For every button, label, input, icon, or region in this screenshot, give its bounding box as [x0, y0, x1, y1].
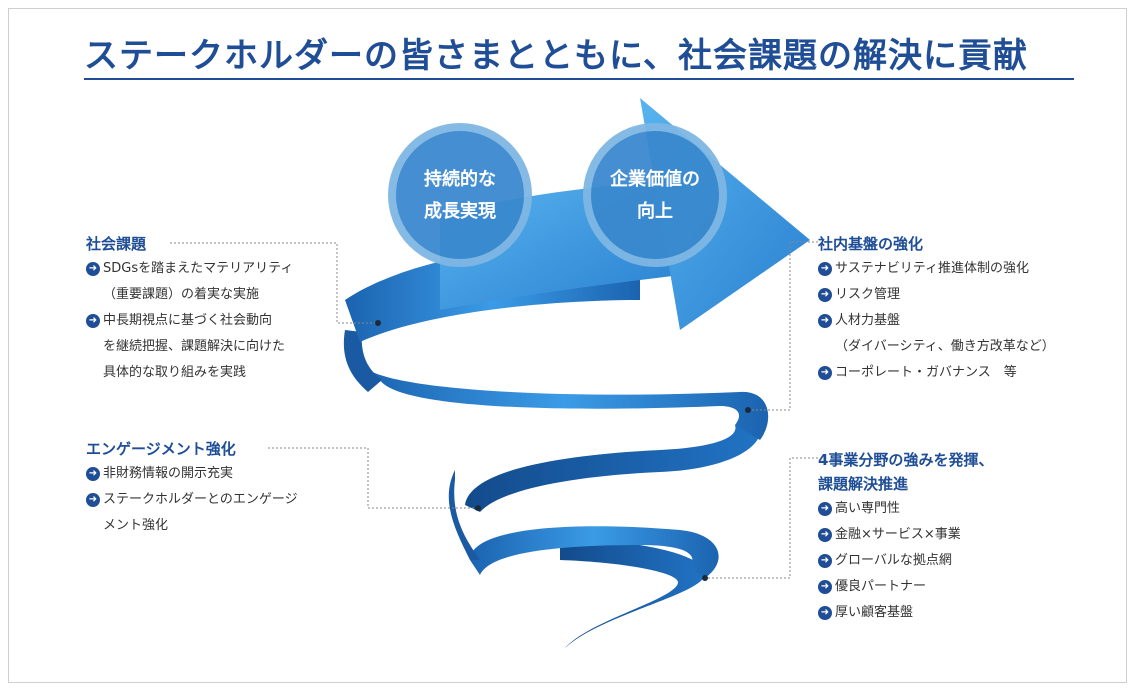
item-text: リスク管理	[835, 287, 901, 302]
item-text: グローバルな拠点網	[835, 553, 952, 568]
list-item: ➜ コーポレート・ガバナンス 等	[818, 360, 1055, 386]
item-text: 厚い顧客基盤	[835, 605, 914, 620]
arrow-circle-right-icon: ➜	[86, 262, 100, 276]
block-business-strengths: 4事業分野の強みを発揮、 課題解決推進 ➜ 高い専門性 ➜ 金融×サービス×事業…	[818, 448, 993, 626]
item-text: 非財務情報の開示充実	[103, 466, 234, 481]
arrow-circle-right-icon: ➜	[86, 493, 100, 507]
list-item: ➜ 中長期視点に基づく社会動向 を継続把握、課題解決に向けた 具体的な取り組みを…	[86, 308, 293, 386]
circle-growth-line2: 成長実現	[424, 201, 496, 222]
item-text: ステークホルダーとのエンゲージ メント強化	[103, 492, 298, 533]
arrow-circle-right-icon: ➜	[818, 262, 832, 276]
leader-business	[705, 457, 818, 579]
item-text: SDGsを踏まえたマテリアリティ （重要課題）の着実な実施	[103, 261, 294, 302]
list-item: ➜ 高い専門性	[818, 496, 993, 522]
block-engagement: エンゲージメント強化 ➜ 非財務情報の開示充実 ➜ ステークホルダーとのエンゲー…	[86, 437, 298, 539]
circle-growth-label: 持続的な 成長実現	[400, 164, 520, 228]
block-heading: 社内基盤の強化	[818, 235, 924, 253]
block-heading: 社会課題	[86, 235, 147, 253]
circle-growth-line1: 持続的な	[424, 169, 496, 190]
circle-growth	[388, 123, 532, 267]
circle-value-line2: 向上	[637, 201, 673, 222]
arrow-circle-right-icon: ➜	[818, 528, 832, 542]
arrow-circle-right-icon: ➜	[86, 467, 100, 481]
diagram-frame	[8, 8, 1127, 683]
block-heading: エンゲージメント強化	[86, 440, 236, 458]
item-text: サステナビリティ推進体制の強化	[835, 261, 1029, 276]
arrow-circle-right-icon: ➜	[818, 580, 832, 594]
block-internal-foundation: 社内基盤の強化 ➜ サステナビリティ推進体制の強化 ➜ リスク管理 ➜ 人材力基…	[818, 232, 1055, 386]
list-item: ➜ 人材力基盤 （ダイバーシティ、働き方改革など）	[818, 308, 1055, 360]
ribbon-loop-2-back	[465, 420, 762, 512]
page-title: ステークホルダーの皆さまとともに、社会課題の解決に貢献	[84, 36, 1028, 76]
leader-internal	[748, 241, 818, 411]
circle-value-line1: 企業価値の	[610, 169, 700, 190]
arrow-circle-right-icon: ➜	[818, 288, 832, 302]
circle-value	[583, 123, 727, 267]
ribbon-loop-1-side	[343, 330, 382, 392]
item-text: 人材力基盤 （ダイバーシティ、働き方改革など）	[835, 313, 1055, 354]
list-item: ➜ ステークホルダーとのエンゲージ メント強化	[86, 487, 298, 539]
list-item: ➜ サステナビリティ推進体制の強化	[818, 256, 1055, 282]
arrow-circle-right-icon: ➜	[818, 554, 832, 568]
ribbon-bottom-tail	[560, 538, 706, 648]
block-heading: 4事業分野の強みを発揮、 課題解決推進	[818, 451, 994, 493]
list-item: ➜ グローバルな拠点網	[818, 548, 993, 574]
arrow-circle-right-icon: ➜	[818, 366, 832, 380]
list-item: ➜ 非財務情報の開示充実	[86, 461, 298, 487]
leader-dot-engagement	[475, 505, 481, 511]
leader-engagement	[268, 447, 478, 509]
item-text: 中長期視点に基づく社会動向 を継続把握、課題解決に向けた 具体的な取り組みを実践	[103, 313, 286, 380]
list-item: ➜ SDGsを踏まえたマテリアリティ （重要課題）の着実な実施	[86, 256, 293, 308]
arrow-circle-right-icon: ➜	[818, 502, 832, 516]
ribbon-loop-2	[448, 470, 480, 560]
arrow-circle-right-icon: ➜	[818, 314, 832, 328]
arrow-circle-right-icon: ➜	[818, 606, 832, 620]
arrow-circle-right-icon: ➜	[86, 314, 100, 328]
ribbon-loop-1	[360, 360, 769, 440]
item-text: 高い専門性	[835, 501, 901, 516]
leader-dot-business	[702, 575, 708, 581]
item-text: 優良パートナー	[835, 579, 927, 594]
ribbon-loop-3	[470, 526, 719, 578]
circle-value-label: 企業価値の 向上	[595, 164, 715, 228]
item-text: コーポレート・ガバナンス 等	[835, 365, 1017, 380]
leader-dot-internal	[745, 407, 751, 413]
list-item: ➜ 優良パートナー	[818, 574, 993, 600]
leader-dot-social	[375, 320, 381, 326]
block-social-issues: 社会課題 ➜ SDGsを踏まえたマテリアリティ （重要課題）の着実な実施 ➜ 中…	[86, 232, 293, 386]
list-item: ➜ 金融×サービス×事業	[818, 522, 993, 548]
item-text: 金融×サービス×事業	[835, 527, 961, 542]
list-item: ➜ リスク管理	[818, 282, 1055, 308]
title-underline	[84, 78, 1074, 80]
list-item: ➜ 厚い顧客基盤	[818, 600, 993, 626]
